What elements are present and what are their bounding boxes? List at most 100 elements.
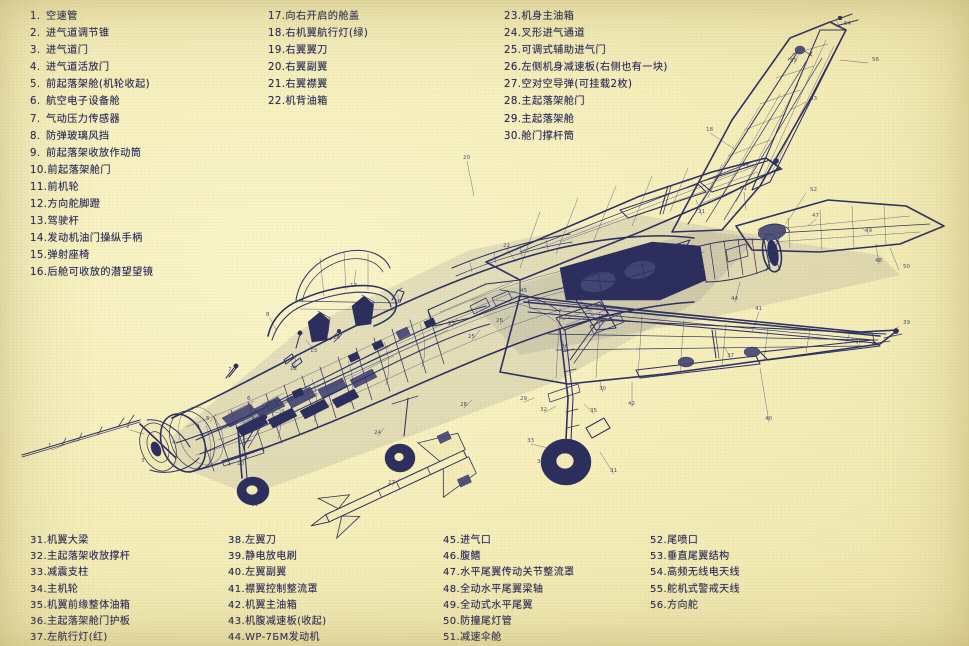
callout-number: 4 (172, 440, 176, 446)
legend-item-label: 方向舵 (667, 599, 699, 611)
callout-number: 17 (350, 283, 358, 289)
callout-number: 43 (600, 318, 608, 324)
callout-number: 25 (468, 334, 476, 340)
legend-item-number: 52. (650, 535, 668, 546)
callout-number: 7 (228, 367, 232, 373)
legend-item-label: 尾喷口 (667, 535, 699, 546)
legend-item-label: 发动机油门操纵手柄 (47, 233, 143, 245)
legend-item: 23.机身主油箱 (504, 8, 668, 25)
callout-number-layer: 1234567891011121314151617181920212223242… (48, 21, 911, 508)
legend-item-label: 气动压力传感器 (46, 113, 121, 125)
legend-item: 56.方向舵 (650, 598, 740, 614)
callout-number: 36 (561, 344, 569, 350)
legend-item: 26.左侧机身减速板(右侧也有一块) (504, 59, 668, 76)
legend-item-label: 防弹玻璃风挡 (46, 130, 110, 142)
callout-number: 5 (206, 416, 210, 422)
legend-item-label: 方向舵脚蹬 (47, 199, 101, 211)
legend-item-number: 6. (30, 96, 41, 108)
legend-item-label: 左航行灯(红) (47, 632, 108, 644)
callout-number: 45 (520, 288, 528, 294)
callout-number: 56 (872, 57, 880, 63)
legend-item-number: 27. (504, 79, 522, 91)
legend-item: 40.左翼副翼 (228, 565, 327, 581)
legend-item-label: 减速伞舱 (460, 632, 502, 644)
legend-item: 31.机翼大梁 (30, 533, 130, 549)
legend-item: 53.垂直尾翼结构 (650, 549, 740, 565)
legend-item-number: 38. (228, 535, 246, 546)
legend-item-number: 26. (504, 62, 522, 74)
callout-number: 33 (527, 438, 535, 444)
legend-item-number: 33. (30, 567, 48, 579)
legend-item-label: 空对空导弹(可挂载2枚) (521, 79, 633, 91)
legend-item: 12.方向舵脚蹬 (30, 196, 153, 213)
legend-item: 51.减速伞舱 (443, 630, 575, 646)
legend-item: 22.机背油箱 (268, 93, 368, 110)
callout-number: 11 (251, 502, 259, 508)
legend-item-label: 进气道调节锥 (46, 28, 110, 40)
legend-item-number: 36. (30, 616, 48, 628)
legend-item-label: 前起落架收放作动筒 (46, 147, 142, 159)
legend-item: 33.减震支柱 (30, 565, 130, 581)
legend-item-number: 18. (268, 28, 286, 40)
callout-number: 47 (812, 213, 820, 219)
legend-item: 41.襟翼控制整流罩 (228, 582, 327, 598)
callout-number: 14 (333, 335, 341, 341)
legend-item-number: 53. (650, 551, 668, 563)
callout-number: 52 (810, 187, 817, 193)
legend-item-number: 25. (504, 45, 522, 57)
callout-number: 51 (740, 186, 748, 192)
legend-item-label: 弹射座椅 (47, 250, 90, 262)
legend-item: 49.全动式水平尾翼 (443, 598, 575, 614)
legend-item: 10.前起落架舱门 (30, 162, 153, 179)
legend-item-label: 全动式水平尾翼 (460, 599, 533, 611)
legend-item-label: 舱门撑杆筒 (521, 130, 575, 142)
legend-item-label: 右翼副翼 (285, 62, 328, 74)
callout-number: 26 (496, 318, 504, 324)
callout-number: 10 (237, 461, 245, 467)
legend-item-number: 29. (504, 113, 522, 125)
callout-number: 35 (590, 408, 598, 414)
legend-item-number: 43. (228, 616, 246, 628)
legend-item-label: 进气道门 (46, 45, 89, 57)
legend-item-label: 主起落架舱 (521, 113, 575, 125)
callout-number: 3 (141, 458, 145, 464)
legend-item-label: 进气道活放门 (46, 62, 110, 74)
legend-item: 34.主机轮 (30, 582, 130, 598)
legend-item: 18.右机翼航行灯(绿) (268, 25, 368, 42)
legend-item: 4. 进气道活放门 (30, 59, 153, 76)
legend-item-number: 3. (30, 45, 41, 57)
legend-item-number: 1. (30, 11, 41, 22)
callout-number: 27 (388, 480, 396, 486)
legend-item: 42.机翼主油箱 (228, 598, 327, 614)
legend-item-number: 22. (268, 96, 286, 108)
legend-item-label: 右机翼航行灯(绿) (285, 28, 369, 40)
callout-number: 9 (281, 409, 285, 415)
legend-item: 8.防弹玻璃风挡 (30, 128, 153, 145)
legend-item-label: 右翼襟翼 (285, 79, 328, 91)
callout-number: 16 (394, 299, 402, 305)
legend-item-number: 17. (268, 11, 286, 22)
legend-item-label: 高频无线电天线 (667, 567, 740, 579)
callout-number: 46 (577, 295, 585, 301)
legend-item: 32.主起落架收放撑杆 (30, 549, 130, 565)
callout-number: 40 (765, 416, 773, 422)
legend-item-label: 全动水平尾翼梁轴 (460, 583, 544, 595)
legend-item: 20.右翼副翼 (268, 59, 368, 76)
legend-item-number: 4. (30, 62, 41, 74)
legend-item: 45.进气口 (443, 533, 575, 549)
callout-number: 32 (540, 407, 547, 413)
legend-item: 19.右翼翼刀 (268, 42, 368, 59)
legend-item-number: 35. (30, 599, 48, 611)
legend-item-label: 后舱可收放的潜望望镜 (47, 267, 154, 279)
legend-item-label: 前机轮 (47, 181, 80, 193)
callout-number: 39 (903, 320, 911, 326)
legend-item: 3. 进气道门 (30, 42, 153, 59)
legend-item-number: 37. (30, 632, 48, 644)
legend-item-number: 28. (504, 96, 522, 108)
legend-item-number: 10. (30, 164, 48, 176)
callout-number: 42 (628, 401, 635, 407)
legend-item-label: 机翼大梁 (47, 535, 89, 546)
callout-number: 50 (903, 264, 911, 270)
legend-item-label: 主起落架舱门 (521, 96, 585, 108)
